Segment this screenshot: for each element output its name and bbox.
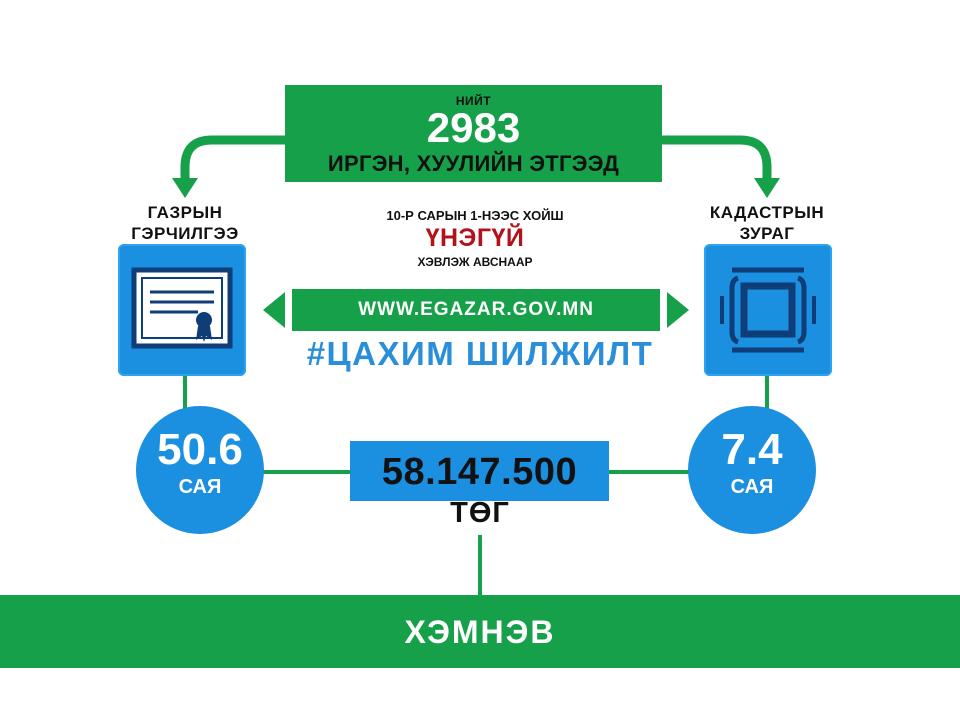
hashtag-text: #ЦАХИМ ШИЛЖИЛТ <box>306 335 654 372</box>
right-panel-label: КАДАСТРЫН ЗУРАГ <box>692 202 842 244</box>
cadastral-map-icon <box>720 267 816 353</box>
left-value: 50.6 <box>157 425 243 474</box>
left-label-line1: ГАЗРЫН <box>147 203 223 222</box>
website-url[interactable]: WWW.EGAZAR.GOV.MN <box>292 289 660 331</box>
right-value: 7.4 <box>721 425 783 474</box>
right-value-circle: 7.4 САЯ <box>688 406 816 534</box>
savings-amount: 58.147.500 <box>350 441 609 501</box>
arrow-right-head <box>754 178 780 198</box>
right-label-line2: ЗУРАГ <box>739 224 795 243</box>
right-unit: САЯ <box>730 476 774 498</box>
total-entities-box: НИЙТ 2983 ИРГЭН, ХУУЛИЙН ЭТГЭЭД <box>285 85 662 182</box>
savings-currency: ТӨГ <box>450 497 510 529</box>
total-subtitle: ИРГЭН, ХУУЛИЙН ЭТГЭЭД <box>327 151 620 176</box>
certificate-icon <box>131 267 233 349</box>
right-label-line1: КАДАСТРЫН <box>709 203 825 222</box>
saved-banner: ХЭМНЭВ <box>0 595 960 668</box>
date-text: 10-Р САРЫН 1-НЭЭС ХОЙШ <box>386 208 564 223</box>
url-arrow-right <box>667 292 689 328</box>
left-panel-label: ГАЗРЫН ГЭРЧИЛГЭЭ <box>110 202 260 244</box>
print-text: ХЭВЛЭЖ АВСНААР <box>417 255 533 269</box>
left-value-circle: 50.6 САЯ <box>136 406 264 534</box>
certificate-icon-box <box>118 244 246 376</box>
arrow-left-curve <box>180 135 285 185</box>
arrow-left-head <box>172 178 198 198</box>
url-arrow-left <box>263 292 285 328</box>
free-text: ҮНЭГҮЙ <box>425 224 525 252</box>
arrow-right-curve <box>662 135 772 185</box>
cadastral-icon-box <box>704 244 832 376</box>
total-label: НИЙТ <box>455 94 492 108</box>
left-label-line2: ГЭРЧИЛГЭЭ <box>131 224 239 243</box>
total-count: 2983 <box>426 104 521 151</box>
left-unit: САЯ <box>178 476 222 498</box>
